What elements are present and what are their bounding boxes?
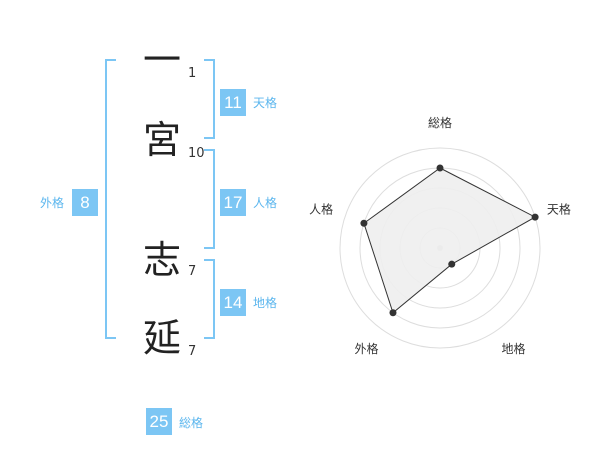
gaikaku-bracket: [105, 59, 116, 339]
chikaku-value: 14: [220, 289, 246, 316]
gaikaku-value: 8: [72, 189, 98, 216]
chikaku-bracket: [204, 259, 215, 339]
name-char-1: 一: [142, 38, 181, 82]
radar-point-1: [531, 213, 539, 221]
stroke-count-2: 10: [188, 146, 205, 161]
radar-area: [363, 167, 537, 314]
chikaku-label: 地格: [253, 296, 278, 310]
jinkaku-label: 人格: [253, 196, 278, 210]
name-char-4: 延: [142, 316, 181, 360]
gaikaku-label: 外格: [40, 196, 65, 210]
radar-axis-label-0: 総格: [428, 115, 452, 130]
stroke-count-3: 7: [188, 264, 197, 279]
jinkaku-value: 17: [220, 189, 246, 216]
name-char-2: 宮: [142, 118, 181, 162]
soukaku-label: 総格: [179, 416, 204, 430]
radar-point-2: [448, 260, 456, 268]
tenkaku-value: 11: [220, 89, 246, 116]
tenkaku-bracket: [204, 59, 215, 139]
name-char-3: 志: [142, 238, 181, 282]
radar-axis-label-3: 外格: [355, 341, 379, 356]
radar-point-4: [360, 219, 368, 227]
radar-point-3: [389, 309, 397, 317]
soukaku-value: 25: [146, 408, 172, 435]
radar-points: [360, 164, 539, 317]
radar-axis-label-1: 天格: [547, 201, 571, 216]
radar-point-0: [436, 164, 444, 172]
jinkaku-bracket: [204, 149, 215, 249]
stroke-count-4: 7: [188, 344, 197, 359]
radar-axis-label-4: 人格: [309, 201, 333, 216]
tenkaku-label: 天格: [253, 96, 278, 110]
radar-axis-label-2: 地格: [501, 341, 525, 356]
stroke-count-1: 1: [188, 66, 197, 81]
